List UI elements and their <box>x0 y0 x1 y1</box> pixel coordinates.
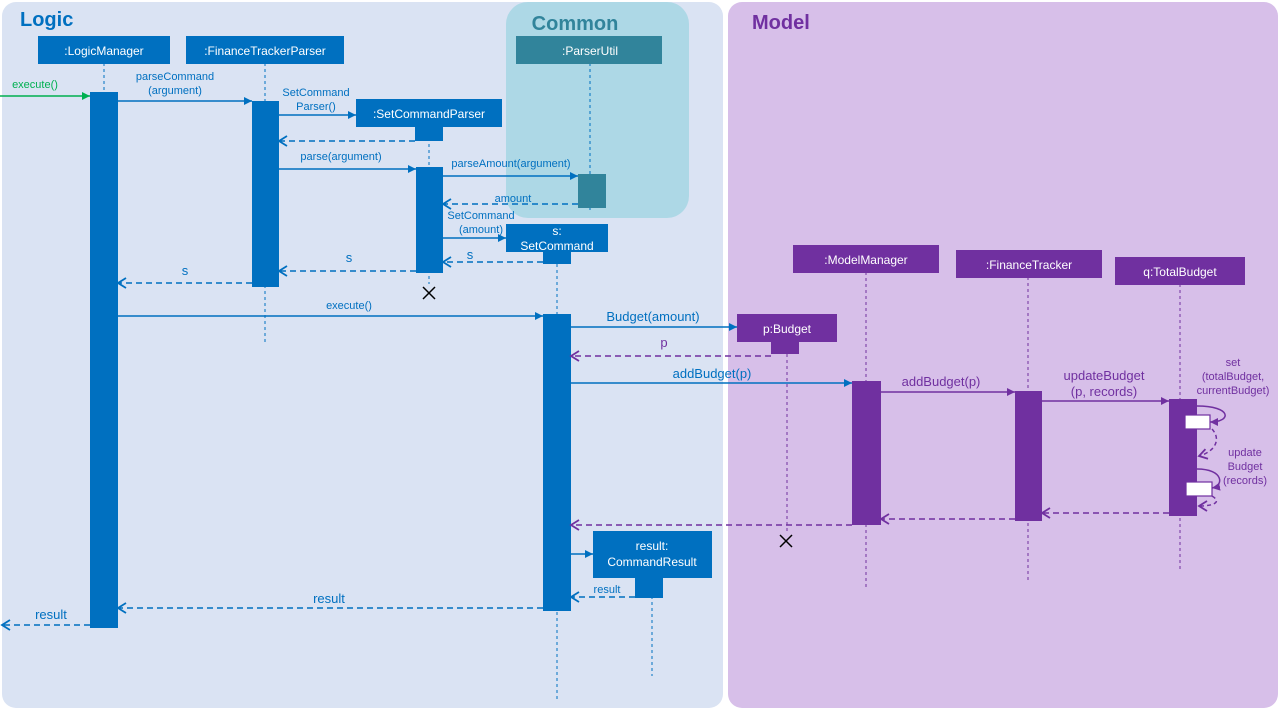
participant-budget: p:Budget <box>763 322 812 336</box>
participant-finance-tracker-parser: :FinanceTrackerParser <box>204 44 326 58</box>
message-set-self-call <box>1196 405 1226 426</box>
message-execute-in-label: execute() <box>12 79 58 91</box>
message-parse-command-label-2: (argument) <box>148 85 202 97</box>
message-add-budget-2-label: addBudget(p) <box>902 374 981 389</box>
participant-model-manager: :ModelManager <box>824 253 907 267</box>
message-parse-amount-label: parseAmount(argument) <box>451 158 570 170</box>
participant-total-budget-box <box>1115 257 1245 285</box>
participant-set-command-line1: s: <box>552 224 561 238</box>
activation-finance-tracker <box>1015 391 1042 521</box>
participant-logic-manager-box <box>38 36 170 64</box>
activation-set-command-parser-stub <box>415 127 443 141</box>
logic-frame-title: Logic <box>20 9 73 31</box>
message-update-budget-label-1: updateBudget <box>1064 368 1145 383</box>
participant-command-result-line2: CommandResult <box>607 555 697 569</box>
message-update-self-call <box>1196 468 1221 491</box>
message-update-budget-label-2: (p, records) <box>1071 384 1137 399</box>
message-add-budget-1-label: addBudget(p) <box>673 366 752 381</box>
message-create-parser-label-2: Parser() <box>296 101 336 113</box>
participant-command-result-line1: result: <box>636 539 669 553</box>
activation-parser-util <box>578 174 606 208</box>
message-parse-command-label-1: parseCommand <box>136 71 214 83</box>
message-set-label-3: currentBudget) <box>1197 385 1270 397</box>
return-s-2-label: s <box>346 250 353 265</box>
activation-budget-stub <box>771 342 799 354</box>
message-update-self-label-1: update <box>1228 447 1262 459</box>
activation-set-command-parser <box>416 167 443 273</box>
message-set-label-2: (totalBudget, <box>1202 371 1264 383</box>
model-frame <box>728 2 1278 708</box>
participant-command-result-box <box>593 531 712 578</box>
return-result-2-label: result <box>313 591 345 606</box>
return-result-1-label: result <box>594 584 621 596</box>
message-budget-create-label: Budget(amount) <box>606 309 699 324</box>
activation-model-manager <box>852 381 881 525</box>
participant-model-manager-box <box>793 245 939 273</box>
participant-finance-tracker-parser-box <box>186 36 344 64</box>
participant-finance-tracker: :FinanceTracker <box>986 258 1072 272</box>
message-create-command-label-2: (amount) <box>459 224 503 236</box>
return-p-label: p <box>660 335 667 350</box>
message-execute-command-label: execute() <box>326 300 372 312</box>
activation-logic-manager <box>90 92 118 628</box>
participant-budget-box <box>737 314 837 342</box>
participant-parser-util-box <box>516 36 662 64</box>
message-create-parser-label-1: SetCommand <box>282 87 349 99</box>
message-parse-argument-label: parse(argument) <box>300 151 381 163</box>
activation-total-budget-nested-1 <box>1184 414 1211 430</box>
message-update-self-label-3: (records) <box>1223 475 1267 487</box>
participant-logic-manager: :LogicManager <box>64 44 143 58</box>
participant-set-command-line2: SetCommand <box>520 239 593 253</box>
activation-set-command <box>543 314 571 611</box>
participant-total-budget: q:TotalBudget <box>1143 265 1217 279</box>
activation-set-command-stub <box>543 252 571 264</box>
participant-parser-util: :ParserUtil <box>562 44 618 58</box>
message-create-command-label-1: SetCommand <box>447 210 514 222</box>
destroy-mark-set-command-parser <box>422 286 436 300</box>
model-frame-title: Model <box>752 12 810 34</box>
activation-total-budget-nested-2 <box>1185 481 1213 497</box>
participant-set-command-box <box>506 224 608 252</box>
participant-set-command-parser: :SetCommandParser <box>373 107 485 121</box>
participant-finance-tracker-box <box>956 250 1102 278</box>
message-update-self-label-2: Budget <box>1228 461 1263 473</box>
return-result-3-label: result <box>35 607 67 622</box>
message-update-self-return <box>1197 495 1218 512</box>
return-s-3-label: s <box>182 263 189 278</box>
return-s-1-label: s <box>467 247 474 262</box>
common-frame-title: Common <box>532 13 619 35</box>
message-set-label-1: set <box>1226 357 1241 369</box>
return-amount-label: amount <box>495 193 532 205</box>
activation-finance-tracker-parser <box>252 101 279 287</box>
activation-command-result-stub <box>635 578 663 598</box>
destroy-mark-budget <box>779 534 793 548</box>
message-set-return <box>1197 428 1218 460</box>
participant-set-command-parser-box <box>356 99 502 127</box>
